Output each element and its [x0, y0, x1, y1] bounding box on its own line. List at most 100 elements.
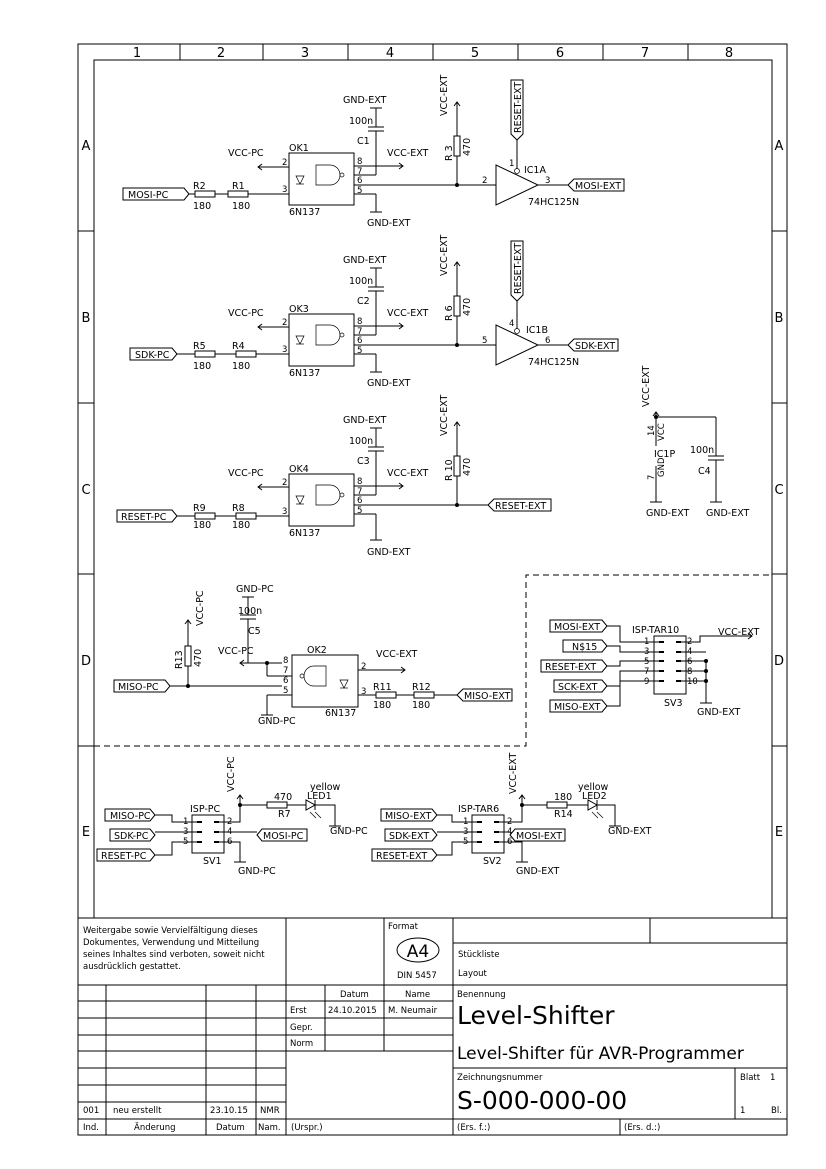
- row-label: B: [775, 311, 784, 326]
- ref-r5: R5: [193, 341, 206, 352]
- pin: 8: [357, 477, 362, 487]
- ref-ok1: OK1: [289, 143, 309, 154]
- revision-date: 23.10.15: [210, 1106, 248, 1116]
- value-r14: 180: [554, 792, 572, 803]
- pin: 1: [183, 817, 188, 827]
- net-label-sdk-ext: SDK-EXT: [389, 831, 429, 842]
- connector-isp-pc: ISP-PC SV1 MISO-PC SDK-PC RESET-PC 1 3 5…: [96, 756, 368, 877]
- norm-label: Norm: [290, 1039, 313, 1049]
- net-label-reset-ext: RESET-EXT: [513, 82, 524, 133]
- notice-line: ausdrücklich gestattet.: [83, 962, 181, 972]
- net-label-miso-pc: MISO-PC: [110, 811, 151, 822]
- value-c2: 100n: [349, 276, 373, 287]
- net-label-reset-pc: RESET-PC: [101, 851, 147, 862]
- net-gnd-ext: GND-EXT: [343, 415, 387, 426]
- net-gnd-ext: GND-EXT: [697, 707, 741, 718]
- buffer-ic1a: [495, 164, 540, 206]
- net-label-mosi-ext: MOSI-EXT: [516, 831, 562, 842]
- row-label: D: [81, 654, 91, 669]
- col-label: 4: [386, 46, 394, 61]
- pin: 7: [357, 487, 362, 497]
- pin: 3: [545, 176, 550, 186]
- header-index: Ind.: [83, 1123, 99, 1133]
- erst-label: Erst: [290, 1006, 307, 1016]
- net-vcc-ext: VCC-EXT: [387, 148, 429, 159]
- net-gnd-pc: GND-PC: [330, 826, 368, 837]
- pin: 5: [357, 506, 362, 516]
- ref-sv2: SV2: [483, 856, 502, 867]
- ref-r13: R13: [174, 650, 185, 669]
- col-label: 6: [556, 46, 564, 61]
- pin: 5: [357, 346, 362, 356]
- ref-led1: LED1: [307, 791, 332, 802]
- notice-line: Dokumentes, Verwendung und Mitteilung: [83, 938, 259, 948]
- ref-isp-pc: ISP-PC: [190, 804, 221, 815]
- notice-line: seines Inhaltes sind verboten, soweit ni…: [83, 950, 265, 960]
- pin: 5: [283, 686, 288, 696]
- net-label-reset-ext: RESET-EXT: [495, 501, 546, 512]
- pin: 3: [463, 827, 468, 837]
- value-c4: 100n: [690, 445, 714, 456]
- pin: 9: [644, 677, 649, 687]
- din-standard: DIN 5457: [397, 971, 437, 981]
- channel-reset: RESET-PC R9 180 R8 180 VCC-PC OK4 6N137 …: [116, 394, 552, 558]
- pin: 6: [357, 336, 362, 346]
- value-ok2: 6N137: [325, 708, 356, 719]
- net-gnd-ext: GND-EXT: [646, 508, 690, 519]
- row-label: E: [775, 825, 783, 840]
- net-gnd-ext: GND-EXT: [343, 95, 387, 106]
- pin: 8: [283, 656, 288, 666]
- value-r10: 470: [462, 458, 473, 476]
- net-gnd-ext: GND-EXT: [343, 255, 387, 266]
- pin: 2: [282, 318, 287, 328]
- resistor-r13: [184, 645, 192, 667]
- net-gnd-ext: GND-EXT: [367, 218, 411, 229]
- pin-name-gnd: GND: [657, 457, 667, 477]
- urspr-label: (Urspr.): [291, 1123, 323, 1133]
- channel-miso: MISO-PC VCC-PC R13 470 GND-PC 100n C5 VC…: [94, 574, 772, 747]
- net-gnd-ext: GND-EXT: [608, 826, 652, 837]
- value-ok4: 6N137: [289, 528, 320, 539]
- pin: 5: [644, 657, 649, 667]
- net-label-sdk-pc: SDK-PC: [135, 350, 170, 361]
- net-gnd-ext: GND-EXT: [367, 547, 411, 558]
- ref-ok4: OK4: [289, 464, 309, 475]
- value-r8: 180: [232, 520, 250, 531]
- header-sv1: [191, 814, 225, 854]
- net-vcc-pc: VCC-PC: [228, 148, 264, 159]
- net-vcc-ext: VCC-EXT: [718, 627, 760, 638]
- col-label: 5: [471, 46, 479, 61]
- ref-led2: LED2: [582, 791, 607, 802]
- pin: 7: [644, 667, 649, 677]
- pin: 5: [482, 336, 487, 346]
- benennung-label: Benennung: [457, 990, 506, 1000]
- value-r2: 180: [193, 201, 211, 212]
- value-r1: 180: [232, 201, 250, 212]
- row-label: B: [82, 311, 91, 326]
- value-r9: 180: [193, 520, 211, 531]
- value-r7: 470: [274, 792, 292, 803]
- net-vcc-pc: VCC-PC: [195, 590, 206, 626]
- header-change: Änderung: [134, 1122, 176, 1133]
- pin: 7: [357, 327, 362, 337]
- channel-sdk: SDK-PC R5 180 R4 180 VCC-PC OK3 6N137 2 …: [129, 234, 619, 389]
- channel-mosi: MOSI-PC R2 180 R1 180 VCC-PC OK1 6N137 2…: [122, 74, 625, 229]
- zeichnungsnummer-label: Zeichnungsnummer: [457, 1073, 543, 1083]
- drawing-frame: [77, 43, 788, 1136]
- net-vcc-pc: VCC-PC: [228, 308, 264, 319]
- pin: 4: [509, 319, 514, 329]
- ref-ic1p: IC1P: [654, 449, 675, 460]
- ref-r14: R14: [554, 809, 573, 820]
- pin: 6: [357, 176, 362, 186]
- net-label-mosi-ext: MOSI-EXT: [554, 622, 600, 633]
- connector-isp-tar10: ISP-TAR10 SV3 MOSI-EXT N$15 RESET-EXT SC…: [540, 619, 760, 718]
- header-date: Datum: [216, 1123, 245, 1133]
- net-label-mosi-pc: MOSI-PC: [128, 190, 169, 201]
- net-vcc-ext: VCC-EXT: [508, 752, 519, 794]
- drawing-subtitle: Level-Shifter für AVR-Programmer: [457, 1044, 744, 1064]
- net-label-reset-ext: RESET-EXT: [513, 243, 524, 294]
- value-ic1b: 74HC125N: [528, 357, 579, 368]
- title-block: Weitergabe sowie Vervielfältigung dieses…: [78, 918, 787, 1135]
- net-label-miso-pc: MISO-PC: [118, 682, 159, 693]
